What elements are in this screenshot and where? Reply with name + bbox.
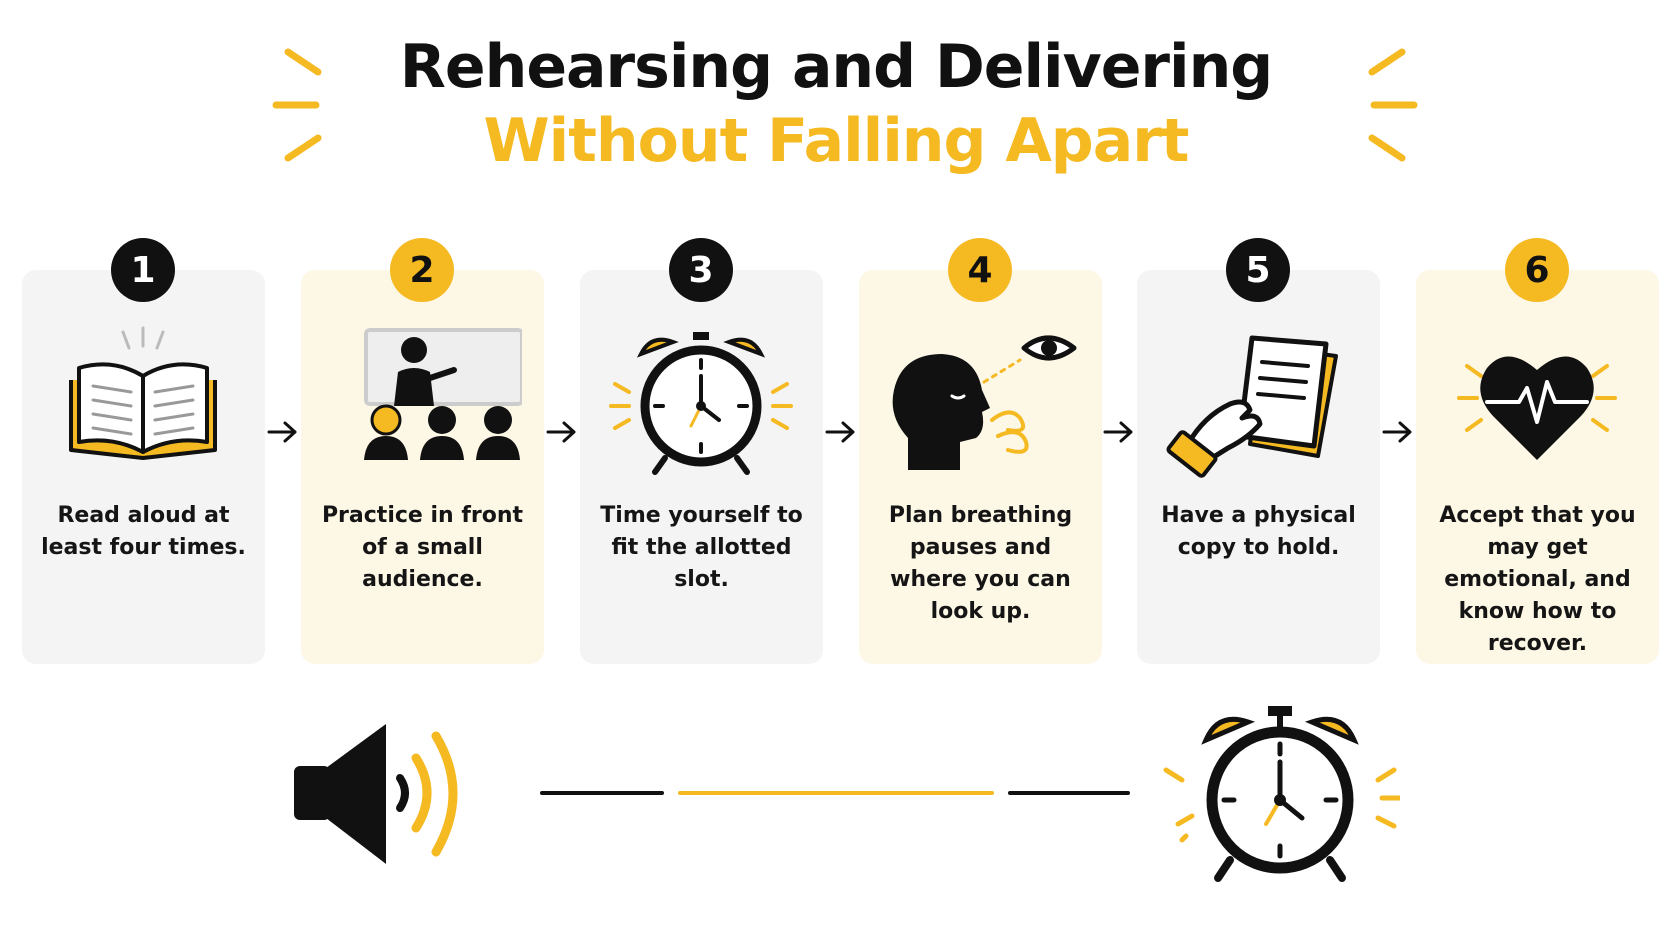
title-line-2: Without Falling Apart	[483, 106, 1189, 176]
alarm-clock-icon	[1163, 706, 1400, 882]
alarm-clock-icon	[609, 332, 793, 475]
title: Rehearsing and Delivering Without Fallin…	[0, 30, 1672, 178]
right-sparkle-rays-icon	[1368, 48, 1418, 162]
step-badge-4: 4	[948, 238, 1012, 302]
step-badge-2: 2	[390, 238, 454, 302]
step-text-3: Time yourself to fit the allotted slot.	[600, 503, 803, 592]
arrow-right-icon	[1103, 421, 1133, 443]
step-badge-3: 3	[669, 238, 733, 302]
step-text-1: Read aloud at least four times.	[41, 503, 246, 560]
step-text-2: Practice in front of a small audience.	[321, 503, 524, 592]
timeline-line	[540, 791, 1130, 795]
heartbeat-icon	[1457, 356, 1617, 460]
step-text-6: Accept that you may get emotional, and k…	[1439, 503, 1636, 656]
title-line-1: Rehearsing and Delivering	[399, 32, 1274, 102]
left-sparkle-rays-icon	[272, 48, 322, 162]
step-card-3: Time yourself to fit the allotted slot.	[580, 270, 823, 664]
audience-presentation-icon	[364, 328, 522, 460]
arrow-right-icon	[546, 421, 576, 443]
step-card-2: Practice in front of a small audience.	[301, 270, 544, 664]
speaker-icon	[294, 724, 458, 864]
step-badge-5: 5	[1226, 238, 1290, 302]
step-badge-6: 6	[1505, 238, 1569, 302]
step-text-5: Have a physical copy to hold.	[1161, 503, 1356, 560]
arrow-right-icon	[267, 421, 297, 443]
step-card-5: Have a physical copy to hold.	[1137, 270, 1380, 664]
step-card-1: Read aloud at least four times.	[22, 270, 265, 664]
hand-holding-paper-icon	[1166, 335, 1338, 478]
step-card-6: Accept that you may get emotional, and k…	[1416, 270, 1659, 664]
step-badge-1: 1	[111, 238, 175, 302]
arrow-right-icon	[1382, 421, 1412, 443]
breathing-head-icon	[892, 335, 1077, 470]
step-text-4: Plan breathing pauses and where you can …	[888, 503, 1073, 624]
open-book-icon	[69, 326, 217, 460]
step-card-4: Plan breathing pauses and where you can …	[859, 270, 1102, 664]
arrow-right-icon	[825, 421, 855, 443]
